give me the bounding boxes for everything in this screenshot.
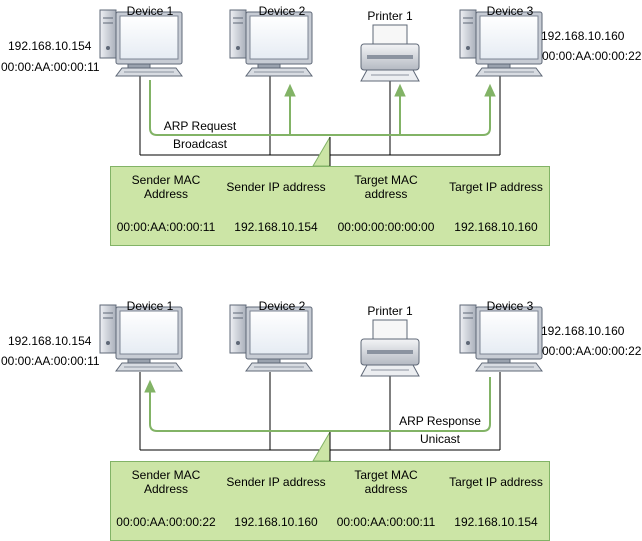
printer1-label: Printer 1	[367, 304, 413, 318]
value-sender-ip: 192.168.10.160	[234, 515, 318, 529]
desktop-computer-icon[interactable]	[229, 304, 313, 372]
header-target-ip: Target IP address	[449, 180, 543, 194]
device3-label: Device 3	[486, 299, 534, 313]
header-sender-ip: Sender IP address	[226, 180, 326, 194]
device2-label: Device 2	[258, 299, 306, 313]
device2-label: Device 2	[258, 4, 306, 18]
device3-label: Device 3	[486, 4, 534, 18]
value-sender-ip: 192.168.10.154	[234, 220, 318, 234]
header-sender-mac: Sender MAC Address	[131, 468, 201, 496]
arrowheads	[284, 83, 496, 97]
desktop-computer-icon[interactable]	[459, 304, 543, 372]
unicast-arrow	[149, 377, 491, 432]
value-sender-mac: 00:00:AA:00:00:22	[116, 515, 216, 529]
arp-request-packet-table: Sender MAC Address Sender IP address Tar…	[110, 166, 550, 246]
arrowheads	[144, 379, 156, 393]
device1-mac: 00:00:AA:00:00:11	[1, 60, 100, 74]
desktop-computer-icon[interactable]	[459, 9, 543, 77]
printer1-label: Printer 1	[367, 9, 413, 23]
header-sender-mac: Sender MAC Address	[131, 173, 201, 201]
device3-mac: 00:00:AA:00:00:22	[542, 344, 642, 358]
message-type: ARP Response	[399, 414, 481, 428]
arp-response-packet-table: Sender MAC Address Sender IP address Tar…	[110, 461, 550, 541]
header-target-ip: Target IP address	[449, 475, 543, 489]
device1-label: Device 1	[126, 299, 174, 313]
value-target-mac: 00:00:AA:00:00:11	[336, 515, 436, 529]
network-bus	[139, 76, 501, 167]
printer-icon[interactable]	[360, 24, 420, 82]
message-mode: Unicast	[419, 432, 461, 446]
device3-ip: 192.168.10.160	[541, 29, 625, 43]
header-target-mac: Target MAC address	[354, 468, 418, 496]
device3-ip: 192.168.10.160	[541, 324, 625, 338]
arp-request-network	[99, 9, 543, 167]
arp-response-network	[99, 304, 543, 462]
broadcast-arrows	[149, 80, 491, 136]
printer-icon[interactable]	[360, 319, 420, 377]
header-sender-ip: Sender IP address	[226, 475, 326, 489]
message-type: ARP Request	[163, 119, 237, 133]
device1-ip: 192.168.10.154	[8, 334, 92, 348]
message-mode: Broadcast	[172, 137, 228, 151]
desktop-computer-icon[interactable]	[99, 304, 183, 372]
desktop-computer-icon[interactable]	[229, 9, 313, 77]
device1-label: Device 1	[126, 4, 174, 18]
value-sender-mac: 00:00:AA:00:00:11	[116, 220, 216, 234]
desktop-computer-icon[interactable]	[99, 9, 183, 77]
value-target-mac: 00:00:00:00:00:00	[337, 220, 435, 234]
header-target-mac: Target MAC address	[354, 173, 418, 201]
value-target-ip: 192.168.10.154	[454, 515, 538, 529]
device1-mac: 00:00:AA:00:00:11	[1, 354, 100, 368]
device3-mac: 00:00:AA:00:00:22	[542, 49, 642, 63]
device1-ip: 192.168.10.154	[8, 39, 92, 53]
value-target-ip: 192.168.10.160	[454, 220, 538, 234]
